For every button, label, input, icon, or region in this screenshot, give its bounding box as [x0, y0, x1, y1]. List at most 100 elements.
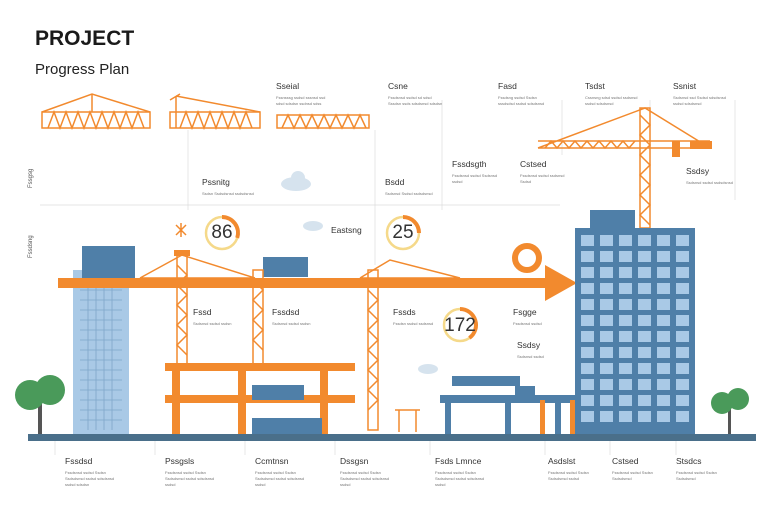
window — [657, 379, 670, 390]
crane-jib-2 — [169, 93, 261, 131]
gauge-value: 172 — [444, 315, 476, 336]
window — [581, 363, 594, 374]
window — [619, 379, 632, 390]
window — [657, 299, 670, 310]
page-subtitle: Progress Plan — [35, 61, 130, 78]
window — [619, 315, 632, 326]
ground-line — [28, 434, 756, 441]
window — [638, 395, 651, 406]
window — [657, 283, 670, 294]
window — [638, 299, 651, 310]
window — [581, 411, 594, 422]
cloud-icon — [281, 171, 438, 374]
window — [619, 267, 632, 278]
window — [657, 347, 670, 358]
window — [676, 363, 689, 374]
window — [676, 235, 689, 246]
gauge-progress — [459, 307, 478, 340]
window — [600, 363, 613, 374]
window — [657, 395, 670, 406]
window — [638, 251, 651, 262]
window — [600, 283, 613, 294]
side-label: Fssdsng — [28, 235, 34, 258]
gauge-rings — [204, 215, 478, 343]
window — [600, 379, 613, 390]
window — [581, 331, 594, 342]
window — [619, 347, 632, 358]
window — [600, 395, 613, 406]
crane-jib-3 — [276, 113, 370, 130]
window — [600, 299, 613, 310]
left-building — [73, 270, 129, 437]
window — [600, 251, 613, 262]
window — [619, 331, 632, 342]
window — [657, 235, 670, 246]
window — [657, 315, 670, 326]
window — [657, 411, 670, 422]
window — [581, 379, 594, 390]
window — [676, 283, 689, 294]
left-building-windows — [80, 285, 122, 430]
window — [581, 347, 594, 358]
window — [600, 235, 613, 246]
window — [581, 251, 594, 262]
window — [638, 363, 651, 374]
window — [638, 267, 651, 278]
crane-jib-1 — [41, 93, 151, 131]
window — [638, 347, 651, 358]
window — [676, 251, 689, 262]
window — [600, 347, 613, 358]
mid-label: Eastsng — [331, 225, 362, 235]
window — [676, 347, 689, 358]
window — [676, 411, 689, 422]
window — [581, 299, 594, 310]
window — [619, 283, 632, 294]
table-icon — [395, 409, 420, 432]
window — [638, 379, 651, 390]
window — [619, 251, 632, 262]
window — [600, 267, 613, 278]
gauge-progress — [221, 215, 240, 239]
window — [600, 411, 613, 422]
window — [676, 315, 689, 326]
window — [638, 411, 651, 422]
page-title: PROJECT — [35, 27, 135, 50]
window — [638, 315, 651, 326]
window — [581, 395, 594, 406]
side-label: Fssgsg — [28, 168, 34, 188]
window — [657, 267, 670, 278]
gauge-value: 25 — [392, 222, 414, 243]
window — [676, 299, 689, 310]
tall-building — [575, 210, 695, 437]
window — [676, 331, 689, 342]
window — [676, 267, 689, 278]
window — [657, 331, 670, 342]
window — [619, 363, 632, 374]
window — [638, 331, 651, 342]
window — [638, 235, 651, 246]
gauge-progress — [402, 215, 421, 234]
window — [676, 395, 689, 406]
window — [638, 283, 651, 294]
